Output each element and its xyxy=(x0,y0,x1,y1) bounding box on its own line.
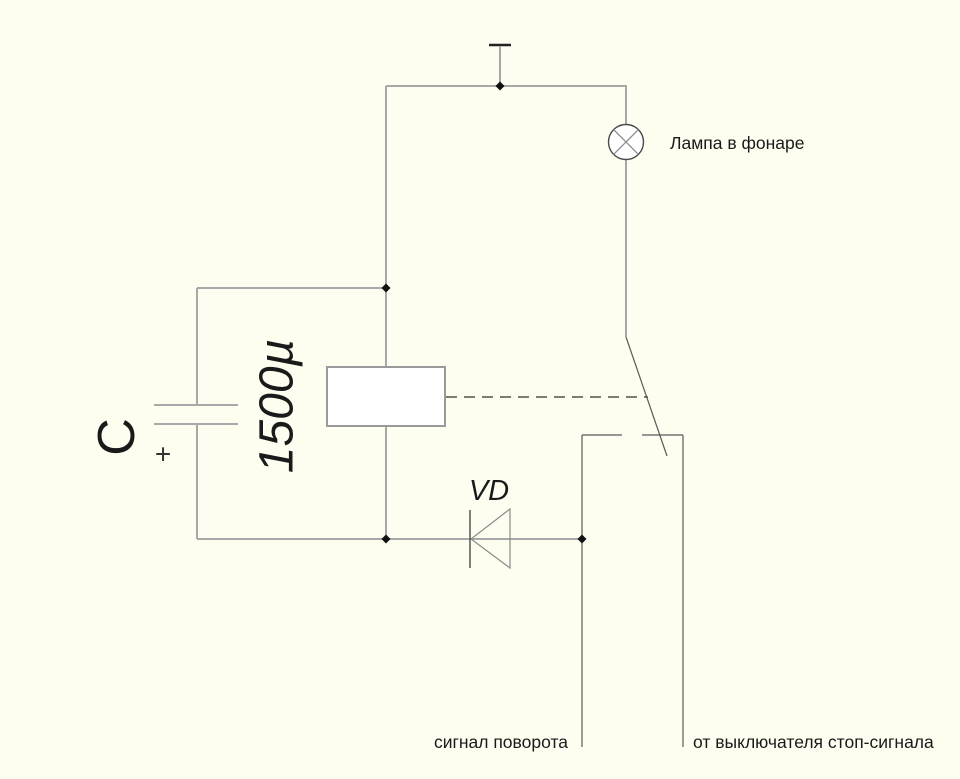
capacitor-value-label: 1500µ xyxy=(251,339,304,473)
junction-dot xyxy=(577,534,587,544)
diode-icon xyxy=(469,507,511,570)
supply-terminal-icon xyxy=(489,43,511,86)
capacitor-icon xyxy=(154,404,238,425)
diode-triangle xyxy=(470,507,511,570)
diode-designator-label: VD xyxy=(469,475,509,507)
capacitor-designator-label: C xyxy=(88,418,146,456)
relay-coil xyxy=(326,366,446,427)
capacitor-polarity-label: + xyxy=(155,439,171,470)
turn-signal-label: сигнал поворота xyxy=(434,732,568,752)
junction-dot xyxy=(381,534,391,544)
lamp-icon xyxy=(607,123,645,161)
switch-lever xyxy=(625,336,668,457)
lamp-label: Лампа в фонаре xyxy=(670,133,804,153)
changeover-switch-icon xyxy=(582,336,683,457)
junction-dot xyxy=(495,81,505,91)
lamp-cross-line-2 xyxy=(613,129,639,155)
stop-signal-label: от выключателя стоп-сигнала xyxy=(693,732,934,752)
junction-dot xyxy=(381,283,391,293)
